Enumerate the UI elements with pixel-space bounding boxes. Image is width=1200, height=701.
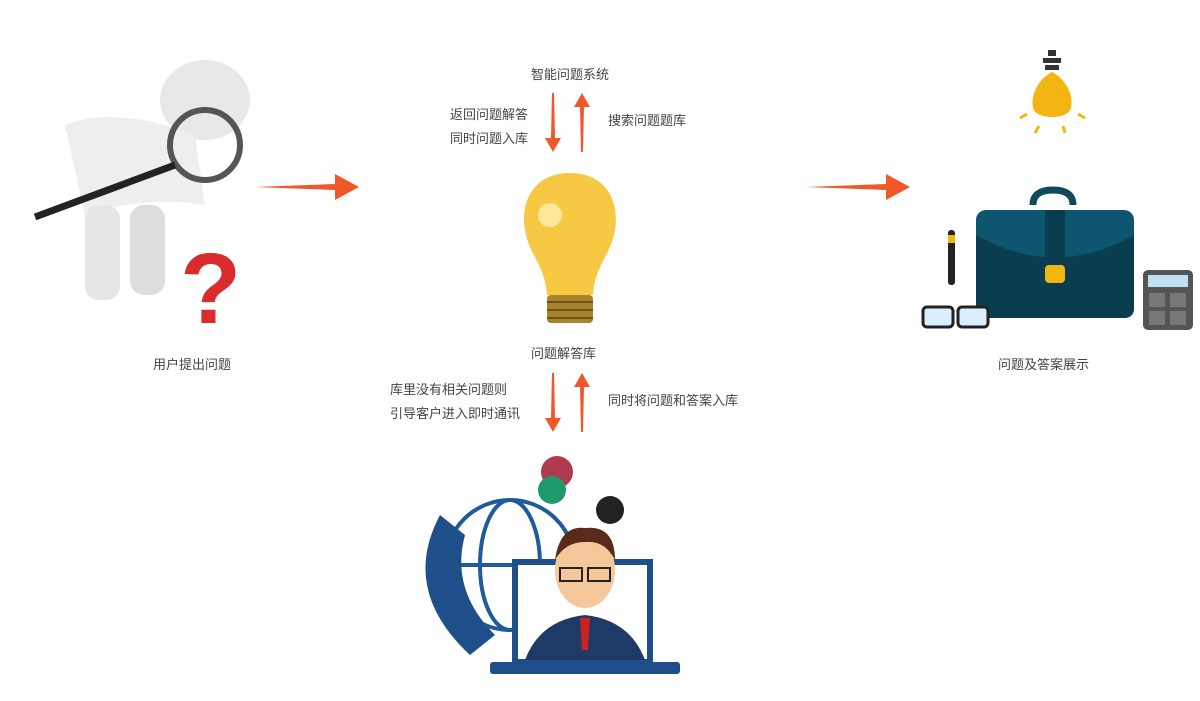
lightbulb-illustration — [524, 173, 616, 323]
no-result-line1: 库里没有相关问题则 — [390, 383, 508, 398]
vertical-arrows-bottom — [545, 373, 590, 432]
return-answer-line1: 返回问题解答 — [450, 108, 529, 123]
svg-text:?: ? — [180, 233, 241, 335]
user-label: 用户提出问题 — [153, 358, 232, 373]
no-result-line2: 引导客户进入即时通讯 — [390, 407, 521, 422]
customer-service-illustration — [425, 456, 680, 674]
system-label: 智能问题系统 — [531, 68, 610, 83]
briefcase-illustration — [921, 186, 1193, 330]
vertical-arrows-top — [545, 93, 590, 152]
arrow-right-2 — [806, 174, 910, 200]
arrow-right-1 — [255, 174, 359, 200]
return-answer-line2: 同时问题入库 — [450, 132, 529, 147]
store-label: 同时将问题和答案入库 — [608, 394, 739, 409]
library-label: 问题解答库 — [531, 347, 597, 362]
small-lightbulb-icon — [1019, 50, 1086, 134]
search-label: 搜索问题题库 — [608, 114, 687, 129]
display-label: 问题及答案展示 — [998, 358, 1090, 373]
user-searching-illustration: ? — [33, 60, 250, 335]
